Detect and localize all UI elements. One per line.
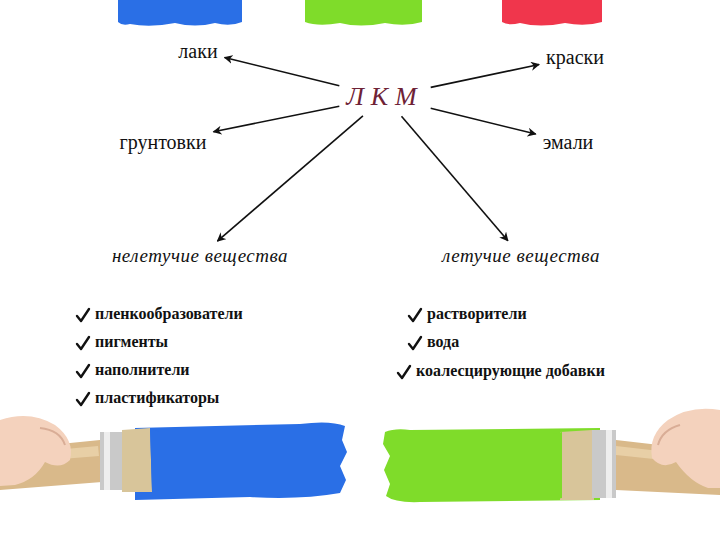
arrow-connector bbox=[217, 116, 363, 241]
category-label: грунтовки bbox=[116, 129, 211, 156]
arrow-connector bbox=[225, 58, 340, 86]
category-label: лаки bbox=[174, 38, 221, 65]
node-text: эмали bbox=[543, 131, 594, 154]
node-text: лаки bbox=[178, 40, 217, 63]
node-text: краски bbox=[546, 46, 604, 69]
red-paint-strip bbox=[502, 0, 602, 26]
node-text: нелетучие вещества bbox=[112, 245, 288, 267]
green-paint-strip bbox=[305, 0, 422, 26]
right-hand bbox=[651, 409, 720, 488]
list-item: пленкообразователи bbox=[95, 305, 243, 323]
node-text: ЛКМ bbox=[346, 82, 424, 112]
arrow-connector bbox=[401, 116, 507, 240]
arrow-connector bbox=[213, 106, 339, 132]
arrow-connector bbox=[431, 65, 539, 88]
list-item: вода bbox=[427, 333, 459, 351]
arrow-connector bbox=[431, 108, 536, 134]
node-text: грунтовки bbox=[120, 131, 207, 154]
category-label: краски bbox=[542, 44, 608, 71]
list-item: пластификаторы bbox=[95, 389, 219, 407]
node-text: летучие вещества bbox=[442, 245, 600, 267]
list-item: коалесцирующие добавки bbox=[416, 362, 605, 380]
list-item: наполнители bbox=[95, 361, 190, 379]
blue-paint-strip bbox=[118, 0, 242, 26]
green-brush-stroke bbox=[383, 428, 600, 502]
group-heading: нелетучие вещества bbox=[108, 243, 292, 269]
blue-brush-stroke bbox=[135, 422, 347, 500]
left-hand bbox=[0, 416, 71, 486]
group-heading: летучие вещества bbox=[438, 243, 604, 269]
central-term: ЛКМ bbox=[342, 80, 428, 114]
list-item: растворители bbox=[427, 305, 527, 323]
category-label: эмали bbox=[539, 129, 598, 156]
list-item: пигменты bbox=[95, 333, 168, 351]
